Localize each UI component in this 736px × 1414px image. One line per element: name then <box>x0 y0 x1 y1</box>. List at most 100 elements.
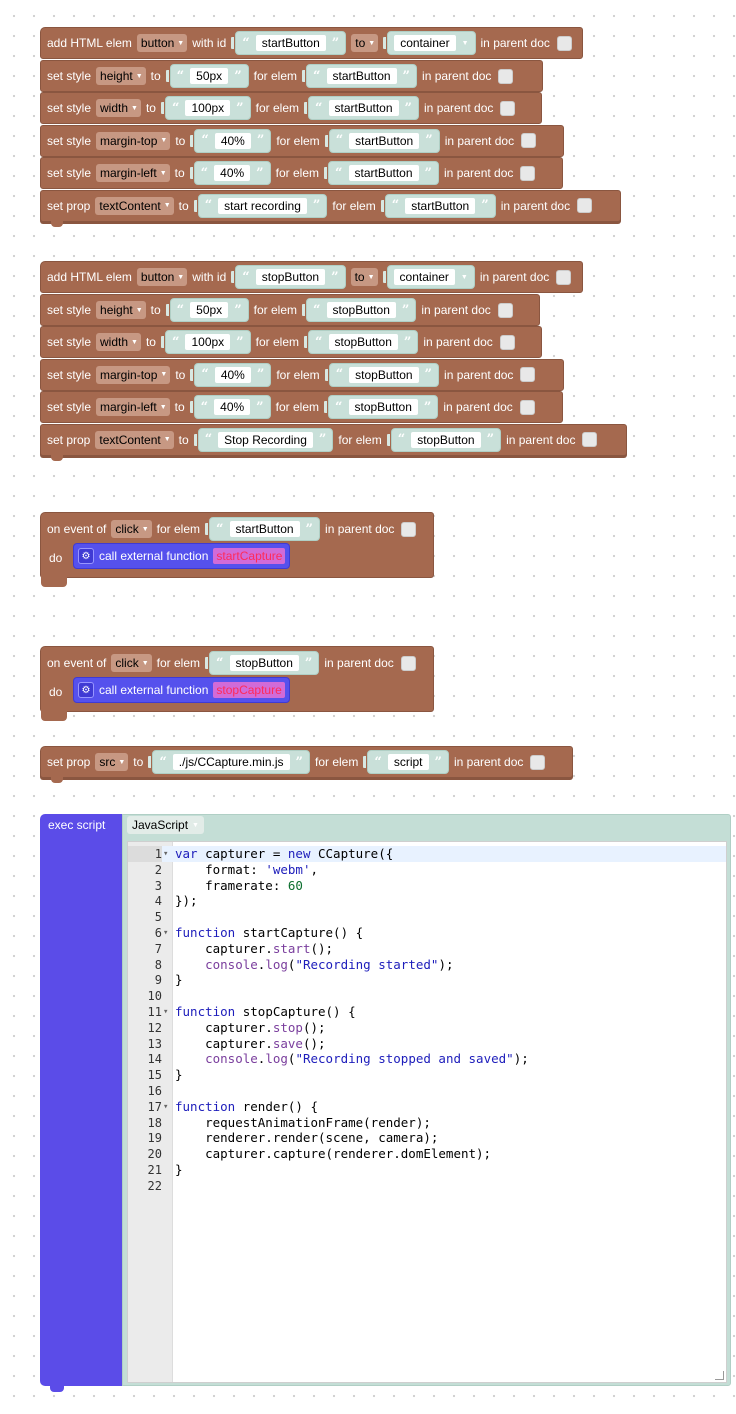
add-html-elem-block[interactable]: add HTML elem button▼ with id “stopButto… <box>40 261 583 293</box>
code-line[interactable]: 17▾function render() { <box>128 1099 726 1115</box>
code-line[interactable]: 6▾function startCapture() { <box>128 925 726 941</box>
elem-value[interactable]: startButton <box>328 100 399 117</box>
fold-arrow-icon[interactable]: ▾ <box>163 928 169 938</box>
on-event-block[interactable]: on event of click▼ for elem “startButton… <box>40 512 434 587</box>
value-field[interactable]: 100px <box>185 334 231 351</box>
code-line[interactable]: 10 <box>128 988 726 1004</box>
code-line[interactable]: 14 console.log("Recording stopped and sa… <box>128 1051 726 1067</box>
id-string-block[interactable]: “startButton” <box>235 31 347 55</box>
code-line[interactable]: 7 capturer.start(); <box>128 941 726 957</box>
call-external-function-block[interactable]: ⚙ call external function stopCapture <box>73 677 290 703</box>
elem-value[interactable]: startButton <box>348 165 419 182</box>
parent-doc-checkbox[interactable] <box>400 655 416 671</box>
property-dropdown[interactable]: textContent▼ <box>95 196 174 215</box>
value-field[interactable]: 50px <box>190 68 229 84</box>
property-dropdown[interactable]: textContent▼ <box>95 430 174 449</box>
parent-doc-checkbox[interactable] <box>577 198 593 214</box>
function-name-field[interactable]: startCapture <box>213 548 286 564</box>
code-line[interactable]: 2 format: 'webm', <box>128 862 726 878</box>
code-line[interactable]: 22 <box>128 1178 726 1194</box>
parent-doc-checkbox[interactable] <box>519 399 535 415</box>
elem-value[interactable]: script <box>387 754 429 770</box>
parent-doc-checkbox[interactable] <box>556 35 572 51</box>
value-field[interactable]: 40% <box>214 366 251 383</box>
elem-value[interactable]: stopButton <box>348 399 418 416</box>
value-string-block[interactable]: “100px” <box>164 96 251 121</box>
elem-string-block[interactable]: “startButton” <box>384 193 496 218</box>
elem-value[interactable]: startButton <box>405 197 476 214</box>
elem-string-block[interactable]: “startButton” <box>306 64 418 88</box>
elem-value[interactable]: stopButton <box>411 431 481 448</box>
elem-string-block[interactable]: “startButton” <box>328 128 440 153</box>
parent-doc-checkbox[interactable] <box>556 269 572 285</box>
fold-arrow-icon[interactable]: ▾ <box>163 849 169 859</box>
prop-dropdown[interactable]: src▼ <box>95 753 129 771</box>
value-field[interactable]: 100px <box>185 100 231 117</box>
elem-string-block[interactable]: “stopButton” <box>209 651 320 675</box>
parent-doc-checkbox[interactable] <box>520 367 536 383</box>
property-dropdown[interactable]: margin-top▼ <box>96 131 171 150</box>
property-dropdown[interactable]: margin-left▼ <box>96 398 170 417</box>
elem-string-block[interactable]: “stopButton” <box>308 330 419 355</box>
id-string-block[interactable]: “stopButton” <box>235 265 346 289</box>
value-string-block[interactable]: “./js/CCapture.min.js” <box>152 750 310 774</box>
language-dropdown[interactable]: JavaScript ▼ <box>127 816 204 834</box>
parent-doc-checkbox[interactable] <box>401 521 417 537</box>
property-dropdown[interactable]: width▼ <box>96 99 141 118</box>
parent-doc-checkbox[interactable] <box>582 432 598 448</box>
code-line[interactable]: 19 renderer.render(scene, camera); <box>128 1130 726 1146</box>
value-string-block[interactable]: “start recording” <box>197 193 328 218</box>
property-dropdown[interactable]: height▼ <box>96 67 146 85</box>
code-line[interactable]: 15} <box>128 1067 726 1083</box>
elem-string-block[interactable]: “stopButton” <box>328 395 439 420</box>
value-field[interactable]: start recording <box>218 197 307 214</box>
value-string-block[interactable]: “100px” <box>164 330 251 355</box>
set-prop-src-block[interactable]: set prop src▼ to “./js/CCapture.min.js” … <box>40 746 573 783</box>
property-dropdown[interactable]: height▼ <box>96 301 146 319</box>
code-line[interactable]: 21} <box>128 1162 726 1178</box>
code-line[interactable]: 5 <box>128 909 726 925</box>
code-line[interactable]: 4}); <box>128 893 726 909</box>
elem-value[interactable]: startButton <box>229 521 300 537</box>
value-field[interactable]: 40% <box>214 165 251 182</box>
elem-string-block[interactable]: “stopButton” <box>306 298 417 322</box>
elem-value[interactable]: stopButton <box>229 655 299 671</box>
value-string-block[interactable]: “50px” <box>169 64 249 88</box>
gear-icon[interactable]: ⚙ <box>78 682 94 698</box>
elem-value[interactable]: stopButton <box>349 366 419 383</box>
to-dropdown[interactable]: to▼ <box>350 268 378 286</box>
value-field[interactable]: ./js/CCapture.min.js <box>172 754 290 770</box>
elem-value[interactable]: startButton <box>326 68 397 84</box>
parent-doc-checkbox[interactable] <box>498 68 514 84</box>
code-line[interactable]: 11▾function stopCapture() { <box>128 1004 726 1020</box>
container-dropdown[interactable]: container▼ <box>387 31 476 55</box>
exec-script-block[interactable]: exec script <box>40 814 124 1392</box>
code-line[interactable]: 9} <box>128 972 726 988</box>
parent-doc-checkbox[interactable] <box>521 133 537 149</box>
tag-dropdown[interactable]: button▼ <box>136 268 188 286</box>
parent-doc-checkbox[interactable] <box>500 100 516 116</box>
function-name-field[interactable]: stopCapture <box>213 682 285 698</box>
elem-string-block[interactable]: “stopButton” <box>390 427 502 452</box>
code-editor[interactable]: 1▾var capturer = new CCapture({2 format:… <box>127 841 727 1383</box>
id-value[interactable]: stopButton <box>255 269 326 285</box>
to-dropdown[interactable]: to▼ <box>351 34 379 52</box>
fold-arrow-icon[interactable]: ▾ <box>163 1101 169 1112</box>
elem-string-block[interactable]: “stopButton” <box>328 362 440 387</box>
value-field[interactable]: 40% <box>214 132 251 149</box>
code-line[interactable]: 3 framerate: 60 <box>128 878 726 894</box>
value-string-block[interactable]: “40%” <box>194 128 272 153</box>
value-field[interactable]: Stop Recording <box>218 431 313 448</box>
elem-string-block[interactable]: “startButton” <box>328 161 440 186</box>
on-event-block[interactable]: on event of click▼ for elem “stopButton”… <box>40 646 434 721</box>
fold-arrow-icon[interactable]: ▾ <box>163 1007 169 1017</box>
elem-value[interactable]: startButton <box>349 132 420 149</box>
tag-dropdown[interactable]: button▼ <box>136 34 188 52</box>
parent-doc-checkbox[interactable] <box>520 165 536 181</box>
elem-value[interactable]: stopButton <box>328 334 398 351</box>
